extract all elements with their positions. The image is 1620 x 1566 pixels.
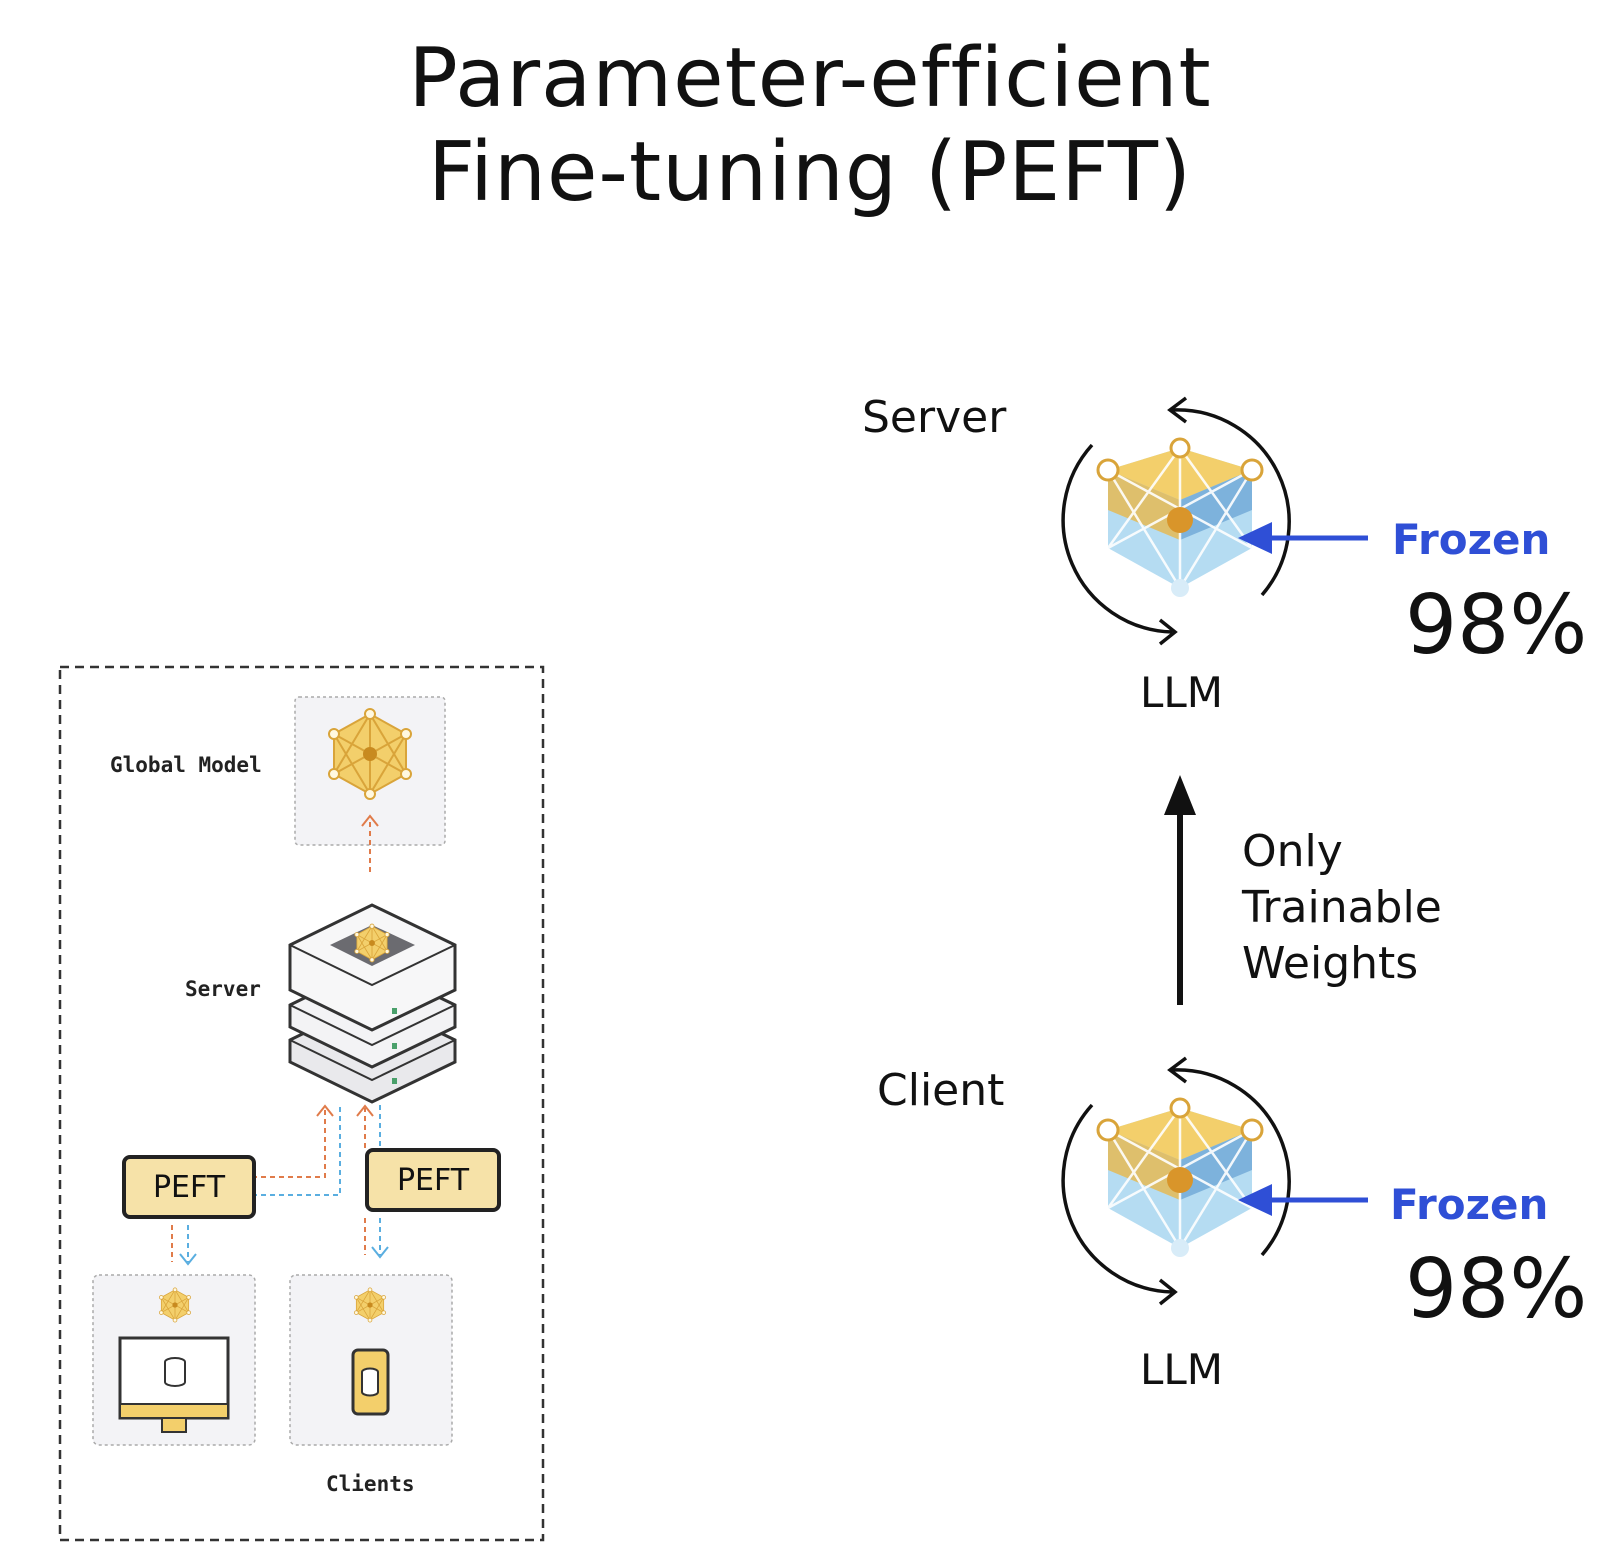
rotate-arrow-bottom-right bbox=[1171, 1068, 1291, 1257]
right-server-label: Server bbox=[862, 392, 1007, 443]
llm-client-icon bbox=[1096, 1097, 1264, 1257]
clients-label: Clients bbox=[326, 1472, 415, 1496]
rotate-arrow-top-right bbox=[1171, 408, 1291, 597]
right-client-label: Client bbox=[877, 1065, 1005, 1116]
peft-left-blue-line bbox=[252, 1105, 341, 1196]
trainable-text-3: Weights bbox=[1242, 938, 1419, 989]
trainable-text-2: Trainable bbox=[1242, 882, 1442, 933]
server-stack-icon bbox=[288, 903, 457, 1104]
frozen-top-label: Frozen bbox=[1392, 515, 1551, 564]
left-diagram-frame bbox=[58, 665, 545, 1542]
desktop-icon bbox=[118, 1336, 230, 1433]
trainable-text-1: Only bbox=[1242, 826, 1343, 877]
percent-top: 98% bbox=[1405, 578, 1588, 673]
llm-top-label: LLM bbox=[1140, 668, 1224, 717]
llm-server-icon bbox=[1096, 437, 1264, 597]
peft-left-orange-line bbox=[252, 1108, 326, 1178]
global-model-label: Global Model bbox=[110, 753, 262, 777]
title-line-2: Fine-tuning (PEFT) bbox=[427, 125, 1192, 220]
rotate-arrow-bottom-left bbox=[1061, 1103, 1173, 1294]
phone-icon bbox=[351, 1348, 390, 1416]
percent-bottom: 98% bbox=[1405, 1242, 1588, 1337]
left-server-label: Server bbox=[185, 977, 261, 1001]
rotate-arrow-top-left bbox=[1061, 443, 1173, 634]
title-line-1: Parameter-efficient bbox=[408, 31, 1212, 126]
frozen-bottom-label: Frozen bbox=[1390, 1180, 1549, 1229]
peft-right-box: PEFT bbox=[365, 1148, 501, 1212]
llm-bottom-label: LLM bbox=[1140, 1345, 1224, 1394]
peft-left-box: PEFT bbox=[122, 1155, 256, 1219]
